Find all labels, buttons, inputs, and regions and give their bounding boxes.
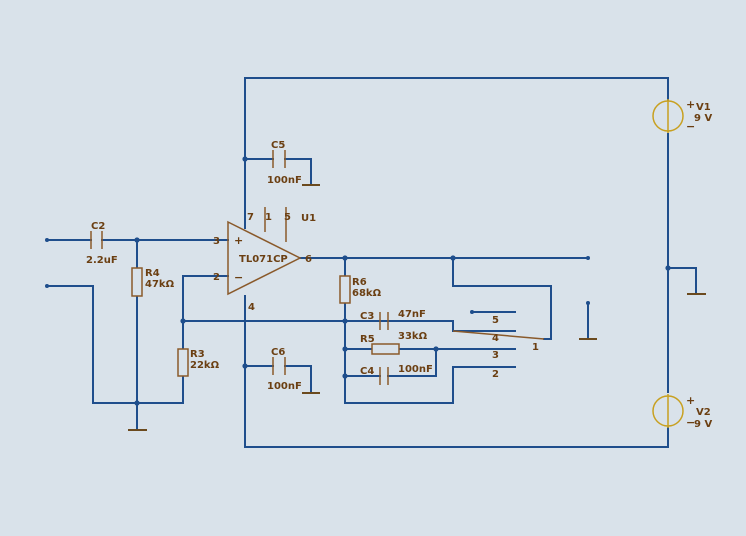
pin-3: 3 [213, 236, 220, 247]
opamp-ref: U1 [301, 213, 316, 224]
r4-value: 47kΩ [145, 279, 175, 290]
v1-value: 9 V [694, 113, 712, 124]
opamp-u1: + − TL071CP U1 3 2 6 7 1 5 4 [213, 207, 316, 313]
r4-ref: R4 [145, 268, 160, 279]
pin-5: 5 [284, 212, 291, 223]
v2-value: 9 V [694, 419, 712, 430]
capacitor-c2: C2 2.2uF [86, 221, 118, 266]
v1-ref: V1 [696, 102, 711, 113]
pin-7: 7 [247, 212, 254, 223]
pin-2: 2 [213, 272, 220, 283]
capacitor-c4: C4 100nF [360, 364, 433, 385]
switch-pin-3: 3 [492, 350, 499, 361]
opamp-minus-sign: − [234, 271, 243, 284]
wires [46, 77, 697, 448]
r6-value: 68kΩ [352, 288, 382, 299]
rotary-switch: 5 4 3 2 1 [452, 315, 545, 380]
capacitor-c6: C6 100nF [267, 347, 302, 392]
ground-symbols [128, 184, 706, 431]
switch-pin-5: 5 [492, 315, 499, 326]
c5-ref: C5 [271, 140, 285, 151]
voltage-source-v1: + − V1 9 V [652, 97, 712, 133]
resistor-r3: R3 22kΩ [177, 348, 220, 377]
v2-minus: − [686, 416, 695, 429]
switch-pin-2: 2 [492, 369, 499, 380]
r5-value: 33kΩ [398, 331, 428, 342]
pin-6: 6 [305, 254, 312, 265]
v2-plus: + [686, 394, 695, 407]
pin-1: 1 [265, 212, 272, 223]
r6-ref: R6 [352, 277, 367, 288]
resistor-r4: R4 47kΩ [131, 267, 175, 297]
v2-ref: V2 [696, 407, 711, 418]
c3-value: 47nF [398, 309, 426, 320]
r3-value: 22kΩ [190, 360, 220, 371]
pin-4: 4 [248, 302, 255, 313]
r5-ref: R5 [360, 334, 375, 345]
c6-value: 100nF [267, 381, 302, 392]
c2-ref: C2 [91, 221, 105, 232]
opamp-value: TL071CP [239, 254, 288, 265]
v1-plus: + [686, 98, 695, 111]
resistor-r6: R6 68kΩ [339, 275, 382, 304]
c6-ref: C6 [271, 347, 285, 358]
voltage-source-v2: + − V2 9 V [652, 394, 712, 430]
c3-ref: C3 [360, 311, 374, 322]
switch-pin-1: 1 [532, 342, 539, 353]
switch-pin-4: 4 [492, 333, 499, 344]
opamp-plus-sign: + [234, 234, 243, 247]
c2-value: 2.2uF [86, 255, 118, 266]
r3-ref: R3 [190, 349, 205, 360]
capacitor-c5: C5 100nF [267, 140, 302, 186]
junctions [45, 156, 671, 406]
c4-ref: C4 [360, 366, 374, 377]
v1-minus: − [686, 120, 695, 133]
c4-value: 100nF [398, 364, 433, 375]
capacitor-c3: C3 47nF [360, 309, 426, 330]
c5-value: 100nF [267, 175, 302, 186]
resistor-r5: R5 33kΩ [360, 331, 428, 355]
